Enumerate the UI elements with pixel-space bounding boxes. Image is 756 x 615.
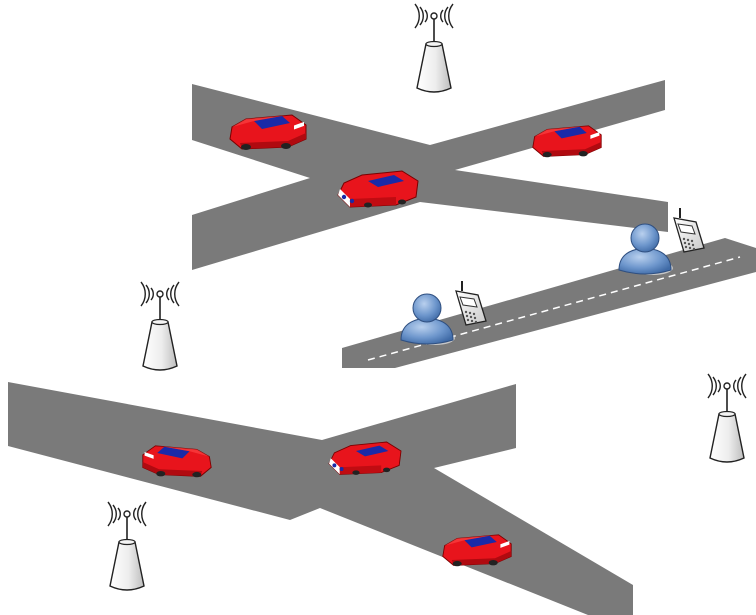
road-intersection-bottom: [8, 382, 633, 615]
mobile-phone-icon: [673, 207, 705, 253]
cell-tower-icon: [107, 501, 147, 591]
road-sidewalk-middle: [342, 238, 756, 368]
pedestrian-icon: [618, 223, 674, 276]
cell-tower-icon: [707, 373, 747, 463]
cell-tower-icon: [140, 281, 180, 371]
road-intersection-top: [192, 80, 668, 270]
cell-tower-icon: [414, 3, 454, 93]
